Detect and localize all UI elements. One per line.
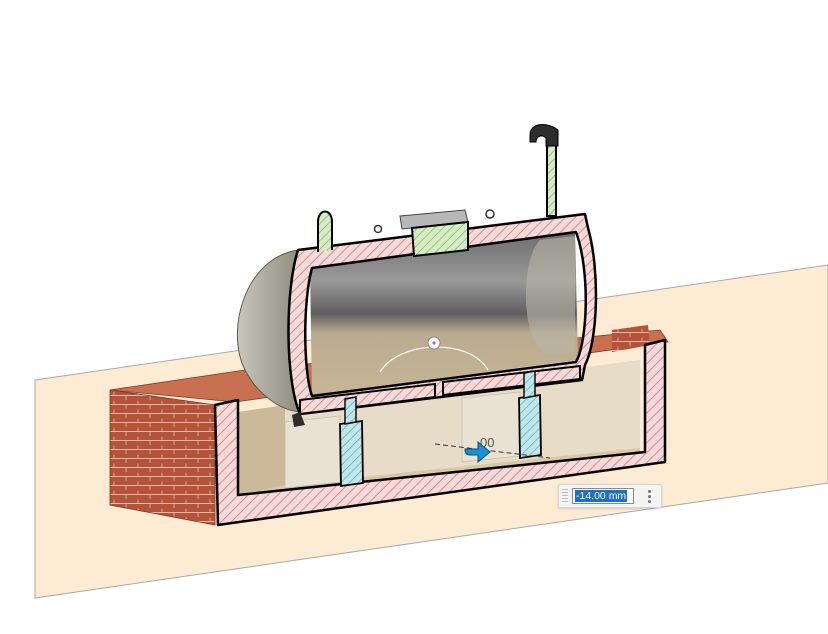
pit-inner-side — [238, 405, 285, 495]
more-vertical-icon[interactable] — [648, 489, 652, 503]
support-right-neck — [523, 370, 536, 399]
lifting-lug-left — [317, 210, 333, 252]
tank-end-cap — [236, 249, 301, 413]
vent-pipe — [546, 141, 557, 217]
tank-interior — [310, 232, 578, 395]
pit-section-wall — [213, 338, 667, 527]
manway-bolt — [485, 209, 495, 219]
dimension-leader — [434, 443, 551, 459]
support-left — [339, 419, 364, 488]
tank-far-head — [525, 236, 575, 355]
rotation-handle-dot — [432, 341, 436, 345]
ghost-dimension-label: 00 — [480, 435, 495, 450]
dimension-input-box[interactable]: -14.00 mm — [558, 484, 662, 508]
drag-arrow-icon[interactable] — [464, 440, 491, 464]
support-left-neck — [344, 396, 357, 425]
manway-bolt-2 — [373, 224, 383, 234]
support-right — [518, 393, 542, 460]
dimension-value-field[interactable]: -14.00 mm — [572, 488, 634, 504]
manway-neck — [410, 220, 469, 258]
brick-wall-right-face — [612, 325, 650, 352]
tank-saddle — [299, 382, 436, 416]
pit-block-left — [284, 415, 341, 489]
vent-pipe-elbow — [529, 124, 559, 147]
drain-fitting — [292, 412, 305, 427]
tank-shell-section — [287, 212, 598, 416]
brick-wall-left-face — [109, 389, 216, 526]
dimension-value-text[interactable]: -14.00 mm — [575, 490, 628, 502]
drag-grip-icon[interactable] — [562, 489, 568, 503]
